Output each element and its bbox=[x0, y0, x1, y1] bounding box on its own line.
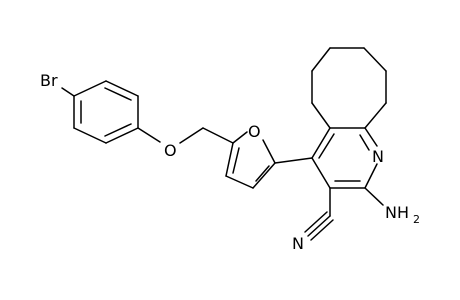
double-bond-inner bbox=[318, 133, 335, 159]
bond bbox=[364, 163, 378, 189]
bond bbox=[363, 47, 387, 72]
bond bbox=[262, 139, 276, 164]
bond bbox=[311, 47, 331, 72]
bromophenyl-ring bbox=[73, 80, 139, 144]
amino-subscript: 2 bbox=[413, 213, 420, 226]
bond-c-br bbox=[61, 87, 75, 97]
bond-furan-pyridine bbox=[274, 157, 313, 164]
double-bond-inner bbox=[255, 165, 270, 182]
bond bbox=[311, 127, 331, 159]
bond bbox=[105, 80, 139, 97]
nitrile-triple-bond bbox=[304, 211, 334, 241]
bond bbox=[225, 175, 254, 189]
triple-bond-line bbox=[310, 219, 334, 241]
pyridine-ring bbox=[311, 127, 378, 189]
bond bbox=[73, 80, 107, 97]
nitrile-nitrogen-label: N bbox=[292, 234, 304, 253]
triple-bond-line bbox=[304, 211, 328, 233]
pyridine-nitrogen-label: N bbox=[372, 147, 384, 166]
furan-ring bbox=[225, 131, 276, 189]
double-bond-inner bbox=[104, 87, 132, 101]
bond bbox=[73, 127, 107, 144]
double-bond-inner bbox=[104, 123, 132, 137]
double-bond-inner bbox=[232, 147, 240, 174]
bond bbox=[311, 102, 331, 129]
amino-group-label: NH bbox=[385, 203, 409, 222]
bond bbox=[225, 142, 234, 177]
bond-c-o bbox=[137, 127, 161, 143]
bond bbox=[364, 102, 387, 129]
bromine-atom-label: Br bbox=[40, 71, 58, 90]
ether-oxygen-label: O bbox=[164, 141, 177, 160]
bond-ch2-furan bbox=[202, 127, 234, 144]
bond bbox=[311, 157, 331, 189]
bond-c-nh2 bbox=[364, 187, 384, 206]
bond bbox=[364, 127, 378, 147]
double-bond-inner bbox=[359, 134, 370, 151]
bond bbox=[232, 131, 248, 144]
bond bbox=[252, 162, 276, 189]
triple-bond-line bbox=[307, 215, 331, 237]
furan-oxygen-label: O bbox=[248, 122, 261, 141]
cyclooctane-ring bbox=[311, 47, 387, 129]
bond bbox=[105, 127, 139, 144]
bond-o-ch2 bbox=[179, 127, 204, 144]
